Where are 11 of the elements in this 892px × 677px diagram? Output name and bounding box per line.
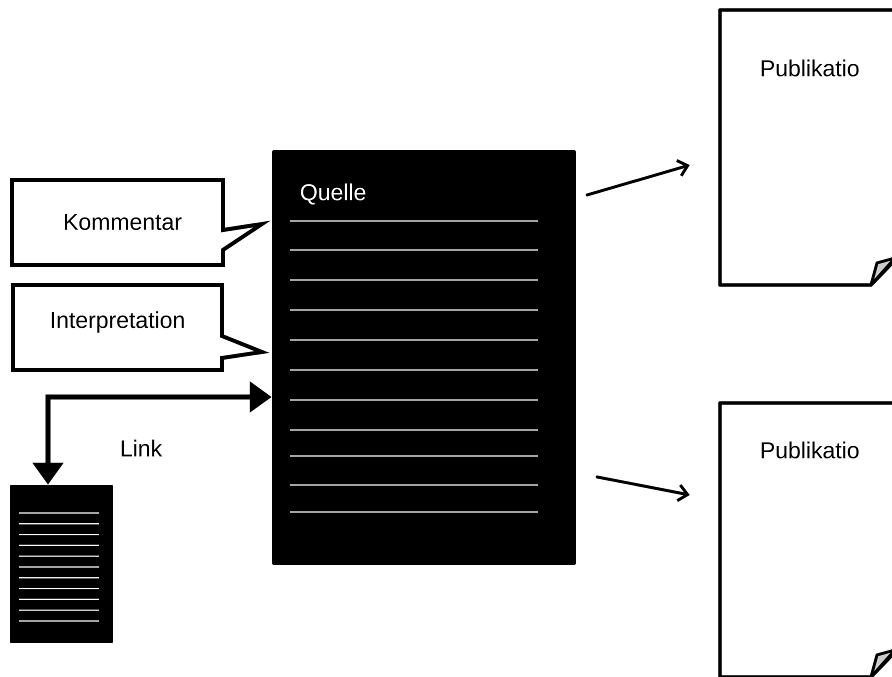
document-page: Quelle xyxy=(272,150,576,565)
page-with-folded-corner: Publikatio xyxy=(718,401,892,677)
document-drawing xyxy=(10,484,113,643)
arrow xyxy=(586,159,690,196)
page-with-folded-corner: Publikatio xyxy=(718,8,892,287)
node-label: Publikatio xyxy=(762,442,859,458)
arrow xyxy=(596,475,690,502)
speech-bubble: Interpretation xyxy=(11,283,270,372)
node-label: Publikatio xyxy=(762,60,859,76)
speech-bubble: Kommentar xyxy=(10,178,271,267)
edge-label: Link xyxy=(118,438,164,458)
